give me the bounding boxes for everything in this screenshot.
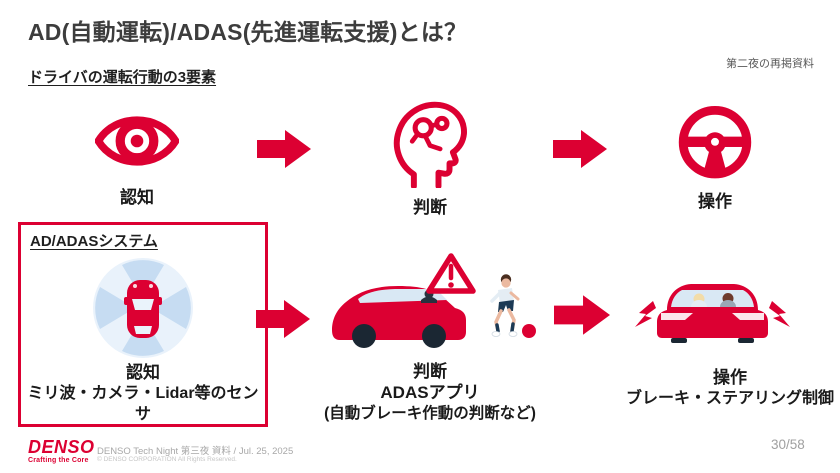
page-number: 30/58 — [771, 437, 805, 452]
denso-logo: DENSO Crafting the Core — [28, 437, 95, 464]
arrow-right-icon — [554, 295, 610, 335]
footer-credit: DENSO Tech Night 第三夜 資料 / Jul. 25, 2025 — [97, 446, 294, 457]
eye-icon — [95, 116, 179, 166]
driver-step-label: 判断 — [413, 198, 447, 217]
reuse-annotation: 第二夜の再掲資料 — [726, 58, 814, 70]
adas-box-title: AD/ADASシステム — [30, 233, 158, 250]
sensor-car-icon — [93, 258, 193, 358]
adas-perception-labels: 認知 ミリ波・カメラ・Lidar等のセンサ — [21, 362, 265, 425]
steering-wheel-icon — [678, 105, 752, 179]
arrow-right-icon — [257, 130, 311, 168]
driver-step-judgment: 判断 — [350, 98, 510, 218]
adas-operation-labels: 操作 ブレーキ・ステアリング制御 — [616, 367, 840, 409]
driver-step-label: 認知 — [120, 188, 154, 207]
adas-judgment-labels: 判断 ADASアプリ (自動ブレーキ作動の判断など) — [286, 361, 574, 424]
section-subtitle: ドライバの運転行動の3要素 — [28, 69, 217, 86]
adas-judgment-subtitle: ADASアプリ — [380, 383, 480, 402]
brain-circuit-icon — [393, 101, 467, 188]
adas-judgment-note: (自動ブレーキ作動の判断など) — [324, 405, 536, 422]
braking-car-icon — [635, 284, 790, 343]
driver-step-operation: 操作 — [635, 104, 795, 212]
arrow-right-icon — [553, 130, 607, 168]
denso-logo-text: DENSO — [28, 437, 95, 457]
driver-step-label: 操作 — [698, 192, 732, 211]
adas-perception-title: 認知 — [126, 363, 160, 382]
car-warning-child-icon — [332, 253, 536, 348]
adas-judgment-title: 判断 — [413, 362, 447, 381]
arrow-right-icon — [256, 300, 310, 338]
adas-system-box: AD/ADASシステム 認知 ミリ波・カメラ・Lidar等のセンサ — [18, 222, 268, 427]
page-title: AD(自動運転)/ADAS(先進運転支援)とは？ — [28, 19, 468, 45]
adas-perception-subtitle: ミリ波・カメラ・Lidar等のセンサ — [27, 385, 259, 423]
denso-logo-tagline: Crafting the Core — [28, 457, 89, 464]
adas-operation-subtitle: ブレーキ・ステアリング制御 — [625, 390, 834, 407]
footer-copyright: © DENSO CORPORATION All Rights Reserved. — [97, 456, 237, 463]
adas-operation-title: 操作 — [713, 368, 747, 387]
driver-step-perception: 認知 — [57, 104, 217, 208]
